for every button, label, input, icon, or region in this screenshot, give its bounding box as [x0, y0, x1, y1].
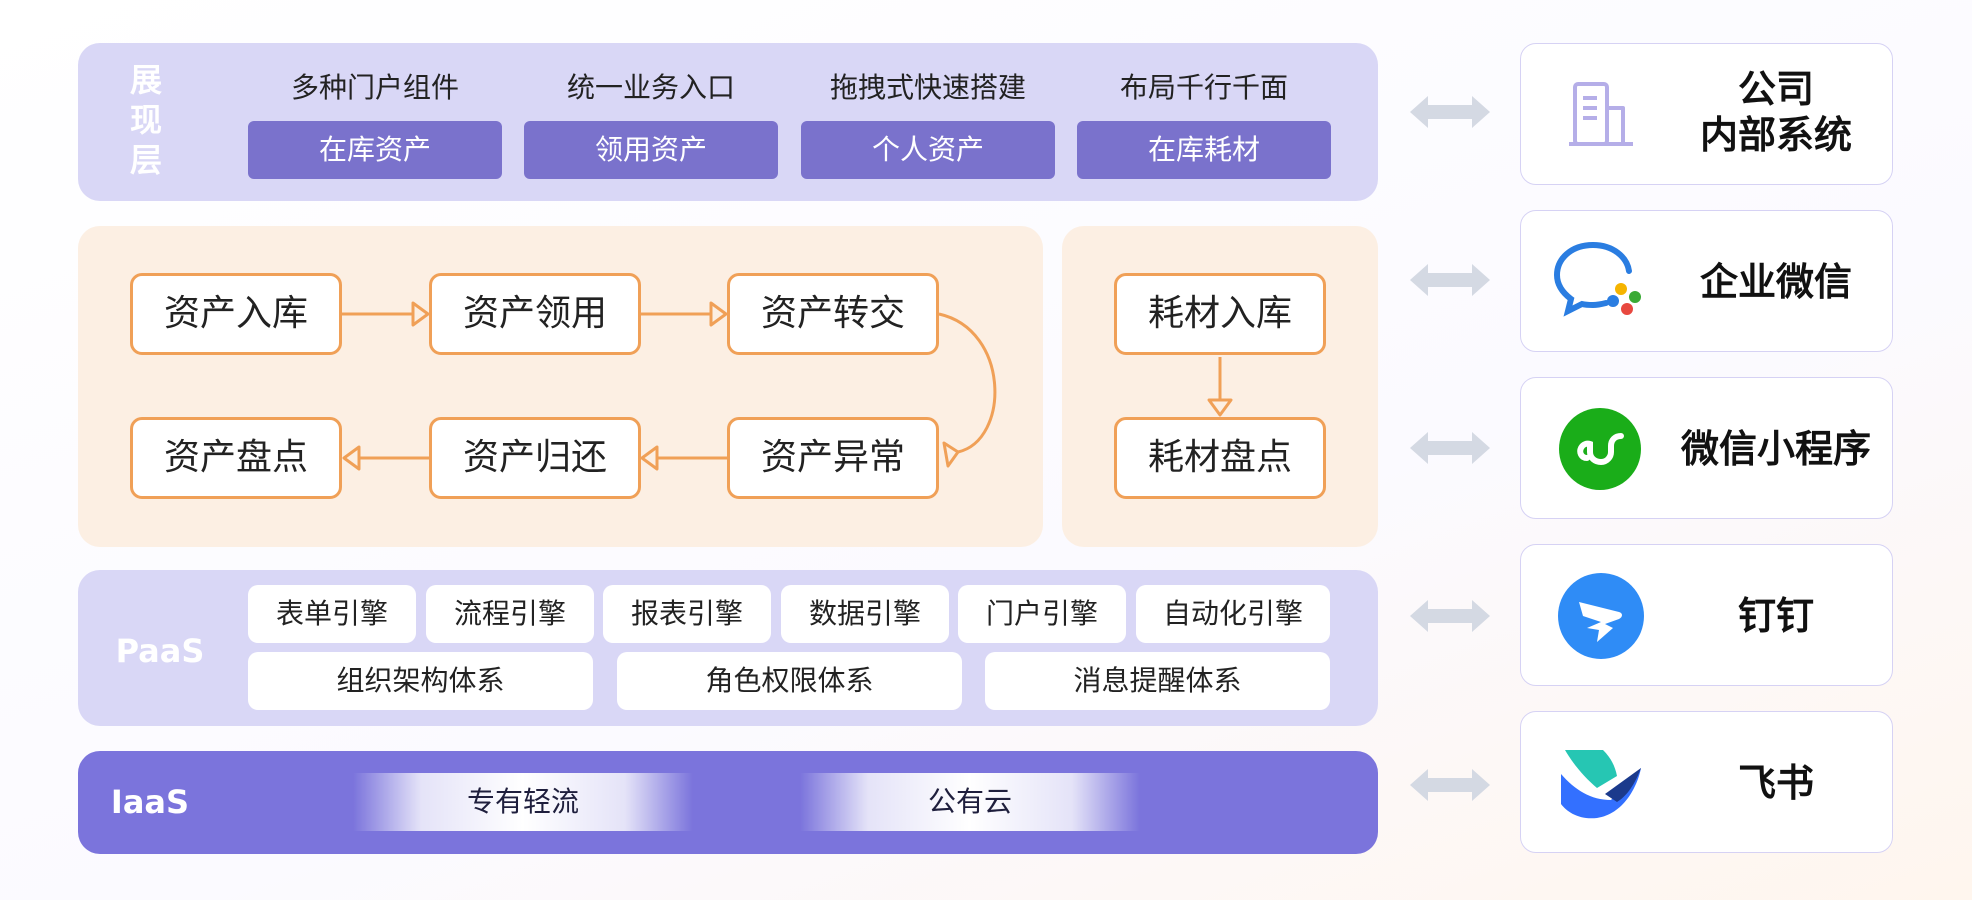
- flow-node-asset-return: 资产归还: [429, 417, 641, 499]
- paas-label: PaaS: [115, 632, 205, 670]
- engine-report: 报表引擎: [603, 585, 771, 643]
- engine-form: 表单引擎: [248, 585, 416, 643]
- iaas-panel: [78, 751, 1378, 854]
- feishu-icon: [1561, 750, 1641, 819]
- building-icon: [1569, 82, 1633, 146]
- engine-automation: 自动化引擎: [1136, 585, 1330, 643]
- cloud-private: 专有轻流: [353, 773, 693, 831]
- card-internal-system[interactable]: 公司 内部系统: [1520, 43, 1893, 185]
- flow-node-asset-inventory: 资产盘点: [130, 417, 342, 499]
- module-in-stock-consumables[interactable]: 在库耗材: [1077, 121, 1331, 179]
- arrow-head-return: [640, 445, 659, 471]
- module-in-stock-assets[interactable]: 在库资产: [248, 121, 502, 179]
- card-wecom-title: 企业微信: [1699, 260, 1852, 304]
- connector-arrow-dingtalk: [1410, 600, 1490, 632]
- arrow-head-borrow: [411, 301, 430, 327]
- presentation-layer-label: 展 现 层: [129, 61, 162, 179]
- dingtalk-icon: [1558, 573, 1644, 659]
- engine-portal: 门户引擎: [958, 585, 1126, 643]
- arrow-head-transfer: [709, 301, 728, 327]
- system-organization: 组织架构体系: [248, 652, 593, 710]
- cloud-public: 公有云: [800, 773, 1140, 831]
- iaas-label: IaaS: [110, 783, 190, 821]
- connector-arrow-wecom: [1410, 264, 1490, 296]
- card-internal-system-title: 公司 内部系统: [1699, 67, 1852, 157]
- arrow-head-inventory: [342, 445, 361, 471]
- arrow-transfer-to-exception: [938, 312, 997, 454]
- connector-arrow-feishu: [1410, 769, 1490, 801]
- module-borrowed-assets[interactable]: 领用资产: [524, 121, 778, 179]
- arrow-head-consumable-inventory: [1207, 398, 1233, 417]
- module-personal-assets[interactable]: 个人资产: [801, 121, 1055, 179]
- flow-node-asset-borrow: 资产领用: [429, 273, 641, 355]
- card-wecom[interactable]: 企业微信: [1520, 210, 1893, 352]
- card-dingtalk-title: 钉钉: [1737, 594, 1814, 638]
- feature-title-portal-components: 多种门户组件: [290, 71, 459, 104]
- system-role-permission: 角色权限体系: [617, 652, 962, 710]
- engine-data: 数据引擎: [781, 585, 949, 643]
- card-feishu[interactable]: 飞书: [1520, 711, 1893, 853]
- card-mini-program[interactable]: 微信小程序: [1520, 377, 1893, 519]
- card-dingtalk[interactable]: 钉钉: [1520, 544, 1893, 686]
- system-message-reminder: 消息提醒体系: [985, 652, 1330, 710]
- arrow-head-exception: [942, 441, 960, 468]
- feature-title-flexible-layout: 布局千行千面: [1119, 71, 1288, 104]
- card-mini-program-title: 微信小程序: [1680, 427, 1871, 471]
- feature-title-unified-entry: 统一业务入口: [566, 71, 735, 104]
- connector-arrow-internal: [1410, 96, 1490, 128]
- mini-program-icon: [1559, 408, 1641, 490]
- card-feishu-title: 飞书: [1737, 761, 1814, 805]
- wecom-icon: [1553, 242, 1641, 317]
- flow-node-asset-inbound: 资产入库: [130, 273, 342, 355]
- engine-workflow: 流程引擎: [426, 585, 594, 643]
- flow-node-asset-exception: 资产异常: [727, 417, 939, 499]
- flow-node-consumable-inventory: 耗材盘点: [1114, 417, 1326, 499]
- feature-title-drag-build: 拖拽式快速搭建: [829, 71, 1026, 104]
- flow-node-consumable-inbound: 耗材入库: [1114, 273, 1326, 355]
- connector-arrow-mini-program: [1410, 432, 1490, 464]
- flow-node-asset-transfer: 资产转交: [727, 273, 939, 355]
